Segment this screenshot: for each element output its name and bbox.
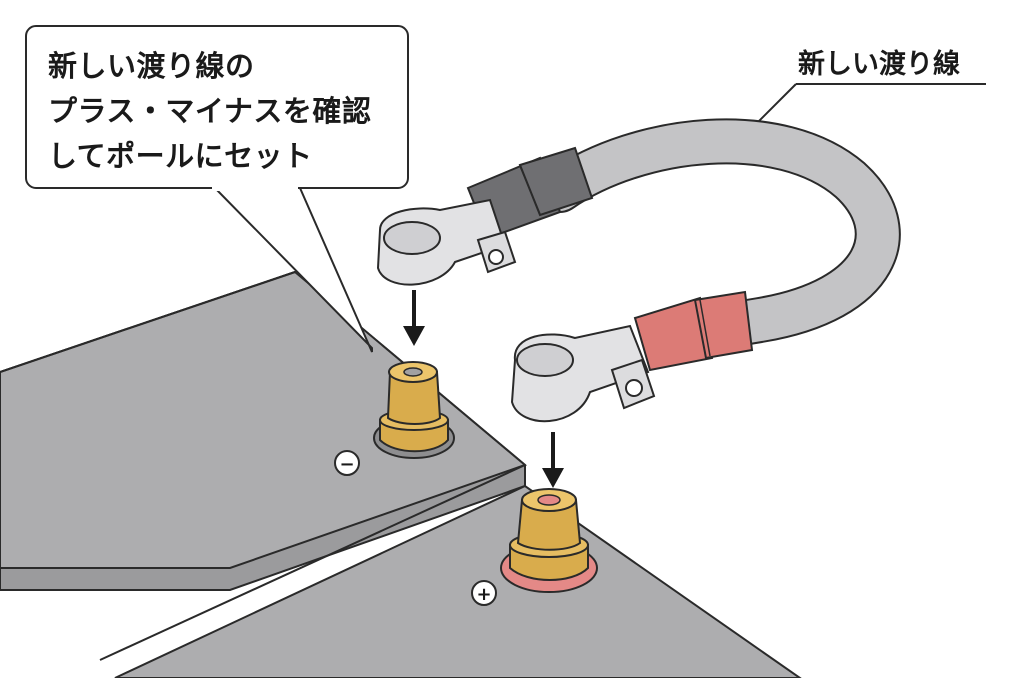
positive-symbol: + — [471, 580, 497, 606]
negative-clamp — [376, 198, 517, 286]
svg-text:+: + — [476, 584, 491, 605]
positive-terminal-post — [500, 488, 598, 593]
svg-text:−: − — [339, 454, 354, 475]
callout-text: 新しい渡り線の プラス・マイナスを確認 してポールにセット — [48, 44, 371, 179]
arrow-down-negative — [403, 290, 425, 346]
jumper-cable — [537, 118, 901, 353]
callout-line-3: してポールにセット — [48, 139, 313, 173]
callout-box — [25, 25, 409, 353]
positive-cable-sleeve — [633, 290, 754, 372]
positive-clamp — [510, 324, 656, 423]
callout-line-2: プラス・マイナスを確認 — [48, 94, 372, 128]
negative-symbol: − — [334, 450, 360, 476]
arrow-down-positive — [542, 432, 564, 488]
callout-line-1: 新しい渡り線の — [48, 49, 255, 83]
negative-terminal-post — [373, 361, 455, 459]
battery-left — [0, 270, 527, 591]
cable-label: 新しい渡り線 — [798, 49, 960, 80]
battery-right — [99, 464, 802, 678]
